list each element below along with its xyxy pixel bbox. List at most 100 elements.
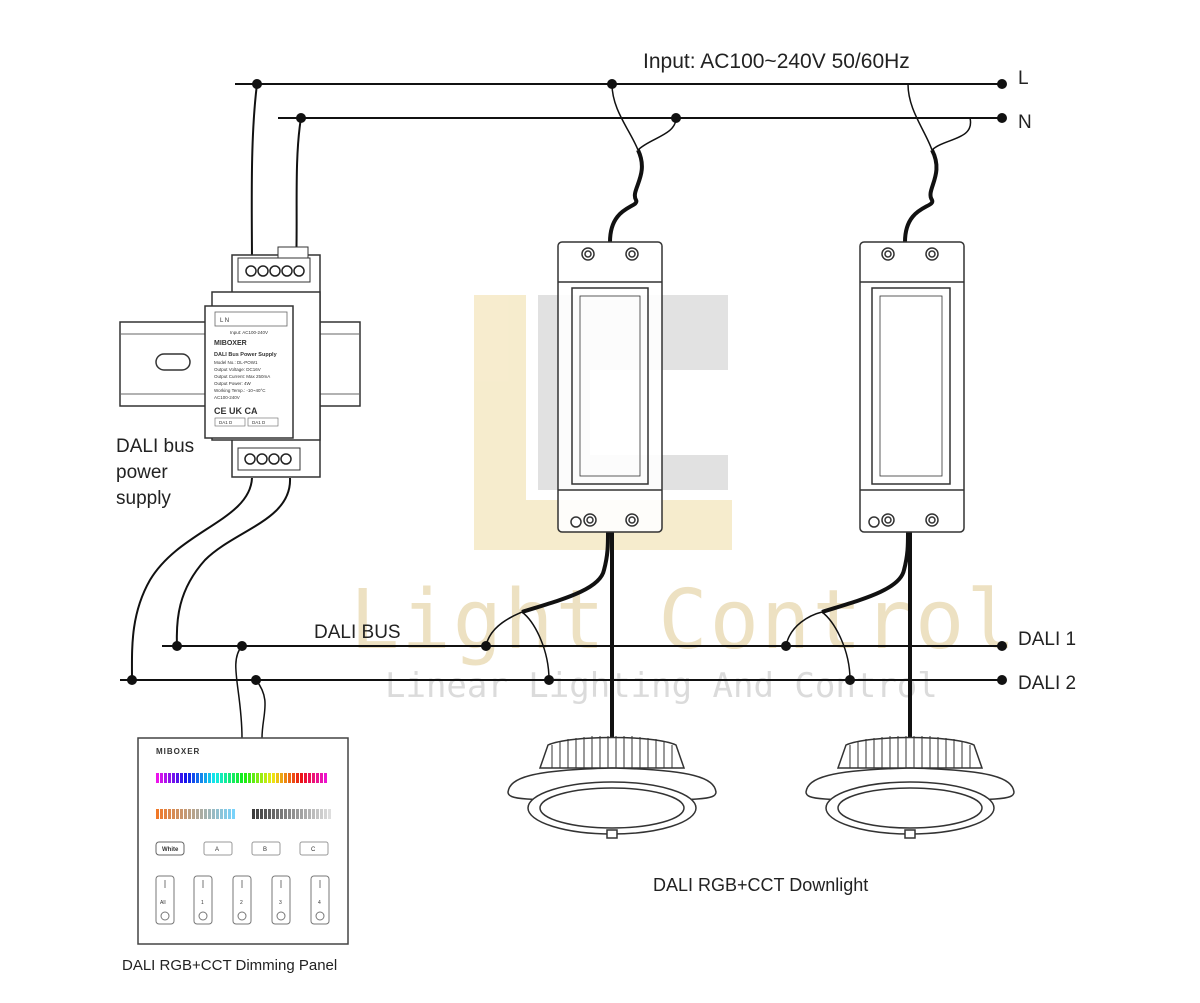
psu-bottom-terminals bbox=[244, 453, 292, 465]
downlight-fins bbox=[551, 736, 673, 768]
led-driver-1 bbox=[557, 241, 663, 533]
panel-cct-bar bbox=[156, 809, 235, 819]
panel-color-segment bbox=[304, 809, 307, 819]
panel-color-segment bbox=[312, 773, 315, 783]
panel-color-segment bbox=[168, 773, 171, 783]
panel-color-segment bbox=[208, 773, 211, 783]
psu-brand: MIBOXER bbox=[214, 340, 247, 347]
panel-color-segment bbox=[276, 773, 279, 783]
panel-color-segment bbox=[220, 773, 223, 783]
panel-color-segment bbox=[288, 773, 291, 783]
panel-color-segment bbox=[280, 809, 283, 819]
panel-brightness-bar bbox=[252, 809, 331, 819]
panel-color-segment bbox=[164, 773, 167, 783]
panel-zone-label: All bbox=[160, 900, 166, 906]
downlight-2 bbox=[805, 736, 1015, 839]
panel-color-segment bbox=[320, 773, 323, 783]
panel-color-segment bbox=[264, 773, 267, 783]
panel-color-segment bbox=[236, 773, 239, 783]
panel-color-segment bbox=[296, 773, 299, 783]
panel-color-segment bbox=[184, 809, 187, 819]
panel-color-segment bbox=[168, 809, 171, 819]
psu-spec: Output Voltage: DC16V bbox=[214, 367, 261, 372]
panel-color-segment bbox=[196, 773, 199, 783]
panel-color-segment bbox=[188, 809, 191, 819]
psu-product: DALI Bus Power Supply bbox=[214, 352, 278, 358]
driver2-dali2 bbox=[821, 611, 851, 681]
panel-button-a bbox=[203, 841, 233, 856]
panel-color-segment bbox=[272, 809, 275, 819]
panel-caption: DALI RGB+CCT Dimming Panel bbox=[122, 957, 337, 974]
panel-color-segment bbox=[172, 809, 175, 819]
line-l-arrow-dot bbox=[997, 79, 1007, 89]
panel-color-segment bbox=[284, 809, 287, 819]
junction-dot bbox=[251, 675, 261, 685]
panel-zone-label: 1 bbox=[201, 900, 204, 906]
panel-color-segment bbox=[192, 773, 195, 783]
dali2-arrow-dot bbox=[997, 675, 1007, 685]
dali1-arrow-dot bbox=[997, 641, 1007, 651]
panel-color-segment bbox=[272, 773, 275, 783]
driver2-dali-cable bbox=[821, 531, 910, 614]
panel-dali2-wire bbox=[255, 679, 266, 739]
panel-color-segment bbox=[308, 809, 311, 819]
panel-color-segment bbox=[164, 809, 167, 819]
panel-color-segment bbox=[296, 809, 299, 819]
line-n-arrow-dot bbox=[997, 113, 1007, 123]
panel-color-segment bbox=[316, 773, 319, 783]
psu-spec: Working Temp.: -10~40°C bbox=[214, 388, 266, 393]
panel-color-segment bbox=[244, 773, 247, 783]
panel-color-segment bbox=[276, 809, 279, 819]
panel-color-segment bbox=[160, 773, 163, 783]
panel-zone-label: 2 bbox=[240, 900, 243, 906]
psu-caption: power bbox=[116, 462, 168, 483]
psu-terminal-label: DA1 D bbox=[219, 420, 233, 425]
watermark-line1: Light Control bbox=[350, 573, 1018, 668]
driver1-dali2 bbox=[521, 611, 550, 681]
psu-top-terminals bbox=[245, 265, 305, 277]
dimming-panel: MIBOXER White A B C All bbox=[137, 737, 349, 945]
panel-color-segment bbox=[260, 809, 263, 819]
panel-color-segment bbox=[300, 809, 303, 819]
panel-color-segment bbox=[320, 809, 323, 819]
psu-terminal-label: DA1 D bbox=[252, 420, 266, 425]
panel-color-segment bbox=[176, 809, 179, 819]
driver1-input-n bbox=[637, 117, 677, 151]
psu-spec: Model No.: DL-POW1 bbox=[214, 360, 258, 365]
panel-color-segment bbox=[180, 773, 183, 783]
panel-color-segment bbox=[224, 773, 227, 783]
led-driver-2 bbox=[859, 241, 965, 533]
dali2-label: DALI 2 bbox=[1018, 673, 1076, 694]
panel-color-segment bbox=[220, 809, 223, 819]
panel-color-segment bbox=[156, 773, 159, 783]
panel-color-segment bbox=[192, 809, 195, 819]
driver1-input-l bbox=[611, 83, 639, 151]
driver2-input-n bbox=[931, 117, 972, 151]
panel-color-segment bbox=[308, 773, 311, 783]
panel-color-segment bbox=[268, 773, 271, 783]
panel-zone-label: 3 bbox=[279, 900, 282, 906]
psu-dali2-wire bbox=[130, 477, 253, 681]
panel-button-label: C bbox=[311, 847, 316, 853]
panel-button-b bbox=[251, 841, 281, 856]
driver2-input-cable bbox=[903, 149, 939, 243]
driver1-dali1 bbox=[485, 611, 523, 647]
psu-caption: DALI bus bbox=[116, 436, 194, 457]
psu-spec: Output Power: 4W bbox=[214, 381, 252, 386]
panel-color-segment bbox=[260, 773, 263, 783]
watermark-line2: Linear Lighting And Control bbox=[385, 666, 938, 706]
psu-cert-marks: CE UK CA bbox=[214, 406, 258, 416]
panel-color-segment bbox=[224, 809, 227, 819]
panel-button-label: A bbox=[215, 847, 219, 853]
panel-color-segment bbox=[228, 773, 231, 783]
panel-color-segment bbox=[212, 809, 215, 819]
panel-zone-keys bbox=[155, 875, 330, 925]
psu-spec: AC100-240V bbox=[214, 395, 240, 400]
panel-color-segment bbox=[232, 809, 235, 819]
panel-color-segment bbox=[256, 809, 259, 819]
downlight-1 bbox=[507, 736, 717, 839]
line-n-label: N bbox=[1018, 112, 1032, 133]
panel-color-segment bbox=[176, 773, 179, 783]
panel-color-segment bbox=[216, 773, 219, 783]
